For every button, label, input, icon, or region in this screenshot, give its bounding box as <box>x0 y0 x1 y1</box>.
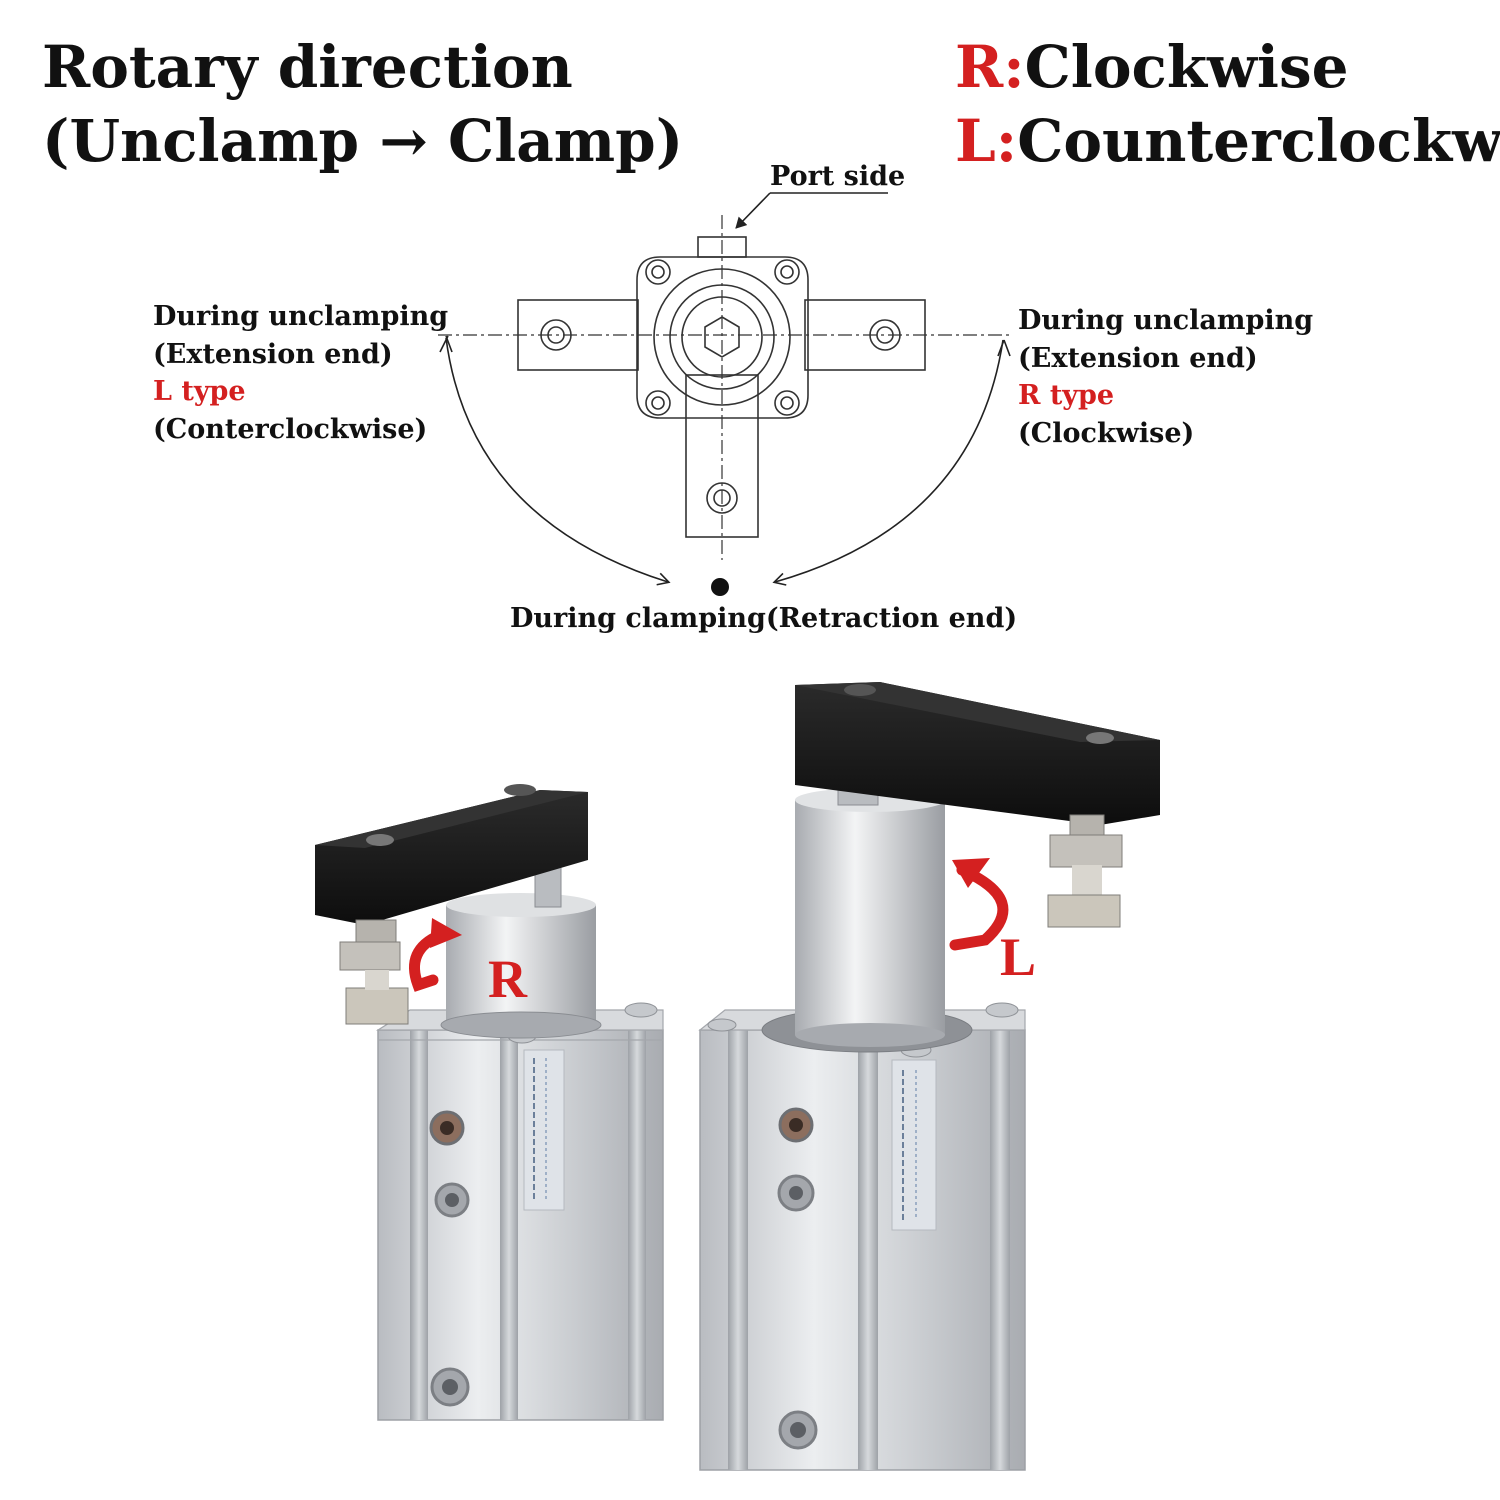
port-side-label: Port side <box>770 161 906 192</box>
right-direction-label: (Clockwise) <box>1018 418 1195 449</box>
legend-r-key: R: <box>955 33 1025 101</box>
cylinder-r-photo <box>315 784 664 1421</box>
left-direction-label: (Conterclockwise) <box>153 414 428 445</box>
clamp-point-dot <box>711 578 729 596</box>
title-line-1: Rotary direction <box>42 33 573 101</box>
port-side-leader <box>735 192 888 229</box>
center-lines <box>438 215 1010 560</box>
legend-l: L:Counterclockwise <box>955 112 1500 170</box>
right-unclamp-line1: During unclamping <box>1018 305 1314 336</box>
legend-r-text: Clockwise <box>1024 33 1349 101</box>
rotation-arcs <box>439 335 1011 586</box>
marker-l-label: L <box>1000 927 1036 987</box>
left-unclamp-line1: During unclamping <box>153 301 449 332</box>
legend-l-key: L: <box>955 107 1018 175</box>
legend-r: R:Clockwise <box>955 38 1349 96</box>
left-unclamp-line2: (Extension end) <box>153 339 393 370</box>
legend-l-text: Counterclockwise <box>1017 107 1500 175</box>
title-line-2: (Unclamp → Clamp) <box>42 107 684 175</box>
marker-r-label: R <box>488 949 528 1009</box>
right-unclamp-line2: (Extension end) <box>1018 343 1258 374</box>
right-type-label: R type <box>1018 380 1115 411</box>
clamping-label: During clamping(Retraction end) <box>510 603 1018 634</box>
cylinder-l-photo <box>698 682 1160 1471</box>
left-type-label: L type <box>153 376 246 407</box>
